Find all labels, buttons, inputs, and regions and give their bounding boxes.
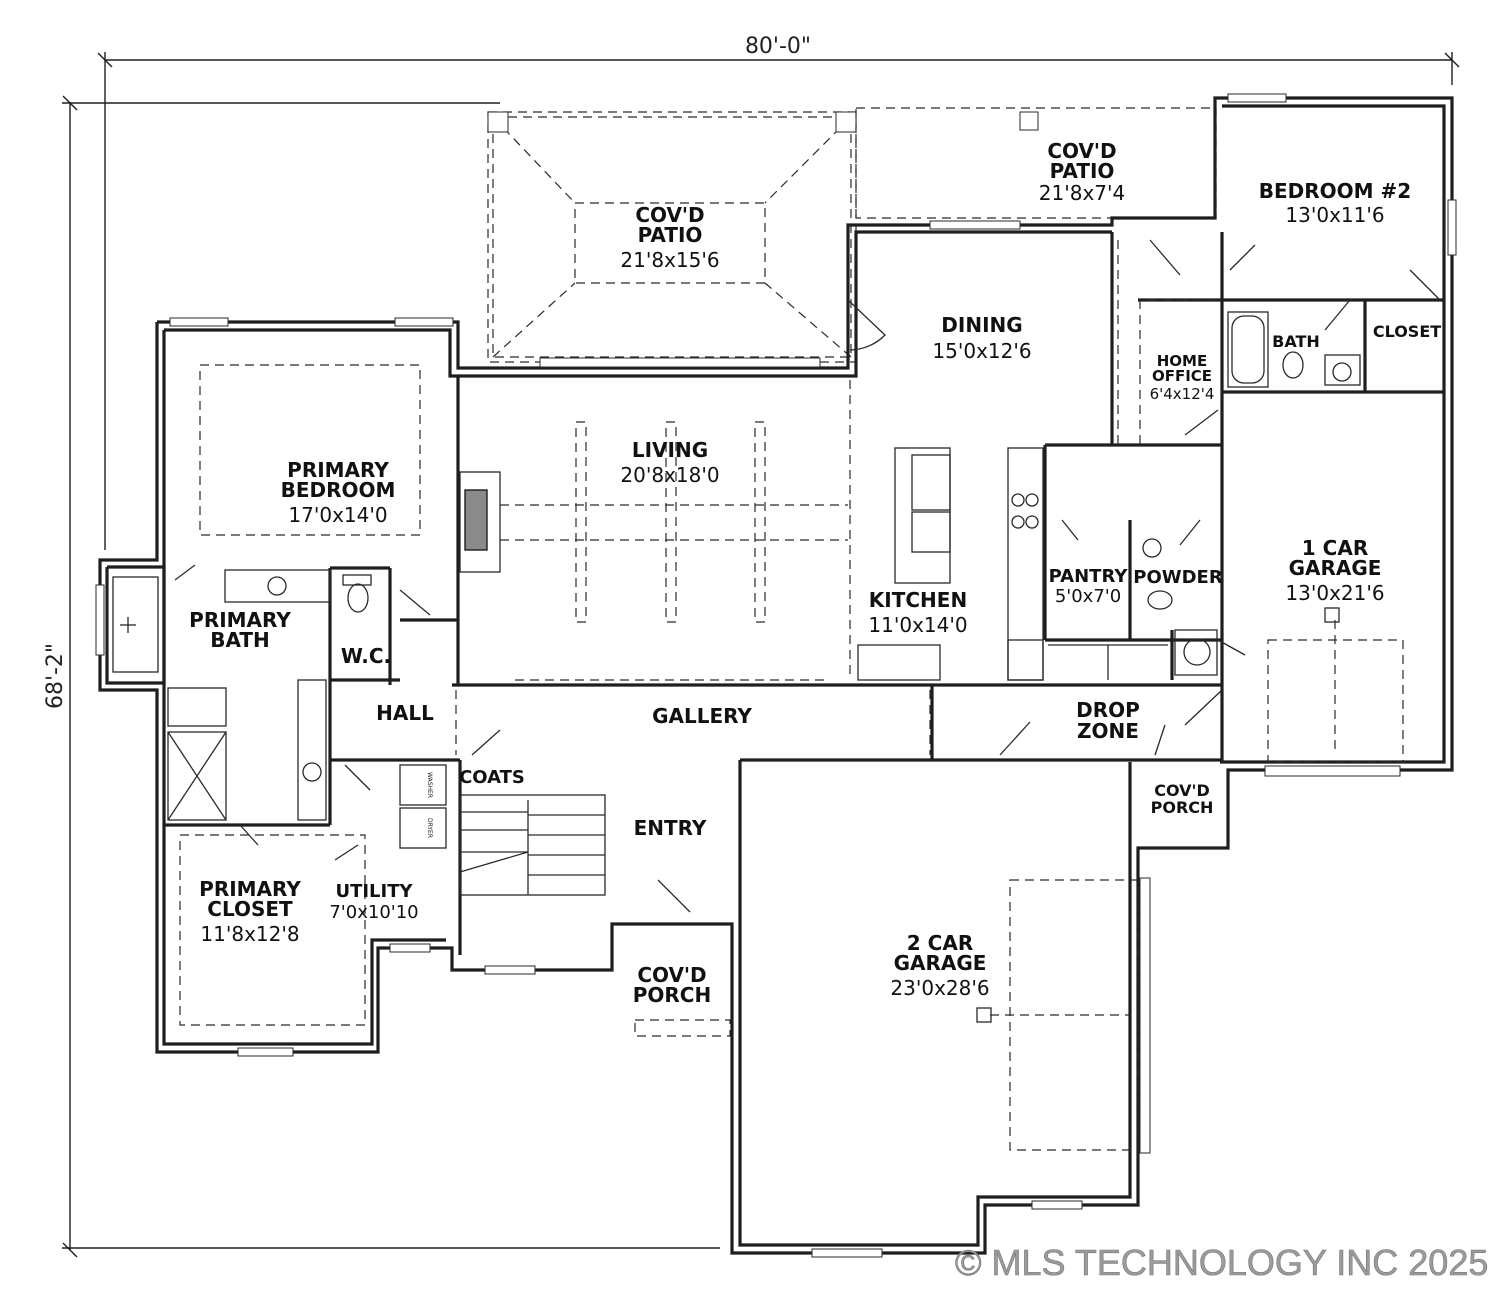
fixtures (112, 311, 1361, 1023)
primary-bath-label-2: BATH (210, 628, 270, 652)
home-office-size: 6'4x12'4 (1150, 385, 1215, 403)
garage1-label-2: GARAGE (1289, 556, 1382, 580)
stairs (459, 794, 606, 896)
patio-outlines (487, 107, 1217, 363)
dimension-lines (62, 52, 1460, 1258)
pantry-label: PANTRY (1049, 566, 1129, 587)
doors (174, 239, 1441, 913)
garage2-label: 2 CAR (907, 931, 973, 955)
gallery-label: GALLERY (652, 704, 752, 728)
watermark: © MLS TECHNOLOGY INC 2025 (955, 1242, 1488, 1283)
garage2-size: 23'0x28'6 (890, 976, 989, 1000)
porch-front-label-2: PORCH (633, 983, 711, 1007)
porch-front-label: COV'D (637, 963, 706, 987)
coats-label: COATS (459, 767, 525, 788)
powder-label: POWDER (1133, 567, 1223, 588)
patio-center-size: 21'8x15'6 (620, 248, 719, 272)
home-office-label: HOME (1157, 352, 1207, 370)
porch-right-label: COV'D (1154, 781, 1209, 800)
primary-closet-size: 11'8x12'8 (200, 922, 299, 946)
pantry-size: 5'0x7'0 (1055, 586, 1121, 607)
entry-label: ENTRY (634, 816, 707, 840)
living-label: LIVING (632, 438, 708, 462)
bedroom2-label: BEDROOM #2 (1259, 179, 1411, 203)
dining-label: DINING (941, 313, 1022, 337)
room-labels: COV'D PATIO 21'8x15'6 COV'D PATIO 21'8x7… (189, 139, 1441, 1007)
primary-bedroom-size: 17'0x14'0 (288, 503, 387, 527)
patio-right-label-2: PATIO (1050, 159, 1115, 183)
washer-label: WASHER (426, 772, 433, 798)
dryer-label: DRYER (426, 818, 433, 838)
kitchen-size: 11'0x14'0 (868, 613, 967, 637)
utility-label: UTILITY (335, 881, 413, 902)
patio-center-label-2: PATIO (638, 223, 703, 247)
utility-size: 7'0x10'10 (329, 902, 418, 923)
bedroom2-size: 13'0x11'6 (1285, 203, 1384, 227)
windows (95, 93, 1457, 1258)
home-office-label-2: OFFICE (1152, 367, 1212, 385)
exterior-walls (98, 96, 1454, 1255)
depth-dimension: 68'-2" (43, 643, 68, 709)
drop-zone-label: DROP (1076, 698, 1140, 722)
hall-label: HALL (376, 701, 434, 725)
garage2-label-2: GARAGE (894, 951, 987, 975)
width-dimension: 80'-0" (745, 34, 811, 59)
primary-closet-label-2: CLOSET (207, 897, 293, 921)
dashed-features (179, 240, 1404, 1151)
patio-right-label: COV'D (1047, 139, 1116, 163)
patio-right-size: 21'8x7'4 (1039, 181, 1125, 205)
primary-bedroom-label: PRIMARY (287, 458, 389, 482)
garage1-size: 13'0x21'6 (1285, 581, 1384, 605)
patio-center-label: COV'D (635, 203, 704, 227)
wc-label: W.C. (341, 644, 391, 668)
drop-zone-label-2: ZONE (1077, 719, 1139, 743)
kitchen-label: KITCHEN (869, 588, 967, 612)
garage1-label: 1 CAR (1302, 536, 1368, 560)
primary-bath-label: PRIMARY (189, 608, 291, 632)
bath-label: BATH (1272, 332, 1320, 351)
dining-size: 15'0x12'6 (932, 339, 1031, 363)
porch-right-label-2: PORCH (1151, 798, 1214, 817)
primary-bedroom-label-2: BEDROOM (281, 478, 396, 502)
living-size: 20'8x18'0 (620, 463, 719, 487)
closet-label: CLOSET (1373, 322, 1441, 341)
primary-closet-label: PRIMARY (199, 877, 301, 901)
